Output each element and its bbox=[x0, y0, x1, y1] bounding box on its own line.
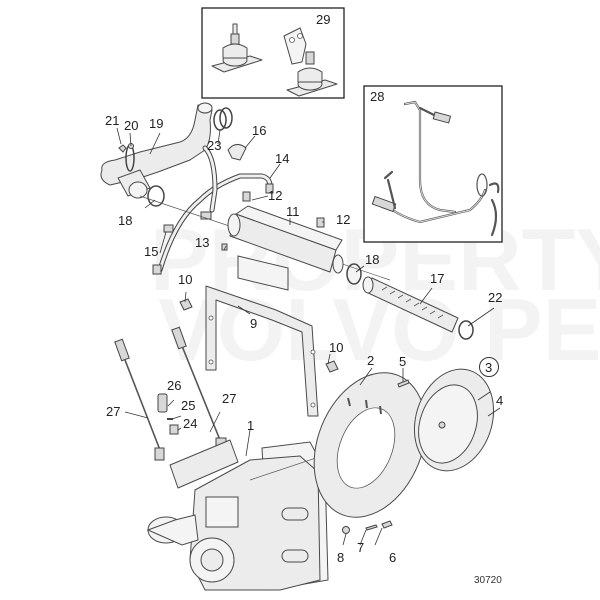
reference-number: 30720 bbox=[474, 575, 502, 586]
callout-7[interactable]: 7 bbox=[357, 540, 364, 555]
screw-6 bbox=[381, 520, 393, 529]
hose-17[interactable] bbox=[362, 276, 459, 333]
callout-21[interactable]: 21 bbox=[105, 113, 119, 128]
bracket-9[interactable] bbox=[205, 255, 319, 417]
hose-clamp-22 bbox=[458, 320, 474, 340]
hose-clamp-18-upper bbox=[147, 185, 165, 207]
hose-clamp-18-lower bbox=[346, 263, 362, 285]
adapter-24 bbox=[169, 424, 179, 435]
nut-8 bbox=[342, 526, 350, 534]
callout-17[interactable]: 17 bbox=[430, 271, 444, 286]
callout-5[interactable]: 5 bbox=[399, 354, 406, 369]
callout-24[interactable]: 24 bbox=[183, 416, 197, 431]
engine-mount-right bbox=[283, 27, 338, 97]
callout-2[interactable]: 2 bbox=[367, 353, 374, 368]
callout-20[interactable]: 20 bbox=[124, 118, 138, 133]
callout-23[interactable]: 23 bbox=[207, 138, 221, 153]
engine-mounts-inset[interactable]: 29 bbox=[201, 7, 345, 99]
callout-9[interactable]: 9 bbox=[250, 316, 257, 331]
fitting-15 bbox=[152, 224, 174, 275]
hose-19[interactable] bbox=[100, 102, 213, 199]
fitting-12b bbox=[316, 217, 325, 228]
wiring-harness bbox=[371, 100, 500, 237]
callout-12b[interactable]: 12 bbox=[336, 212, 350, 227]
callout-18a[interactable]: 18 bbox=[118, 213, 132, 228]
washer-25 bbox=[167, 418, 173, 420]
callout-3-circled[interactable]: 3 bbox=[479, 357, 499, 377]
callout-13[interactable]: 13 bbox=[195, 235, 209, 250]
callout-25[interactable]: 25 bbox=[181, 398, 195, 413]
screw-21 bbox=[118, 144, 127, 153]
clamp-20 bbox=[125, 143, 135, 172]
callout-29: 29 bbox=[316, 12, 330, 27]
cover-4[interactable] bbox=[402, 359, 506, 481]
callout-28: 28 bbox=[370, 89, 384, 104]
engine-mount-left bbox=[211, 23, 263, 73]
callout-1[interactable]: 1 bbox=[247, 418, 254, 433]
bracket-16 bbox=[227, 144, 247, 161]
callout-19[interactable]: 19 bbox=[149, 116, 163, 131]
callout-12a[interactable]: 12 bbox=[268, 188, 282, 203]
callout-22[interactable]: 22 bbox=[488, 290, 502, 305]
inset-frame bbox=[363, 85, 503, 243]
callout-18b[interactable]: 18 bbox=[365, 252, 379, 267]
callout-10b[interactable]: 10 bbox=[329, 340, 343, 355]
callout-6[interactable]: 6 bbox=[389, 550, 396, 565]
callouts: 1 2 3 4 5 6 7 8 9 10 10 11 12 12 13 14 1… bbox=[105, 113, 503, 565]
callout-4[interactable]: 4 bbox=[496, 393, 503, 408]
wiring-harness-inset[interactable]: 28 bbox=[363, 85, 503, 243]
pressure-sensor-26 bbox=[157, 393, 168, 413]
callout-27b[interactable]: 27 bbox=[222, 391, 236, 406]
callout-27a[interactable]: 27 bbox=[106, 404, 120, 419]
callout-14[interactable]: 14 bbox=[275, 151, 289, 166]
callout-8[interactable]: 8 bbox=[337, 550, 344, 565]
callout-15[interactable]: 15 bbox=[144, 244, 158, 259]
screw-5 bbox=[397, 379, 410, 388]
callout-3[interactable]: 3 bbox=[485, 360, 492, 375]
gearbox-1[interactable] bbox=[146, 409, 461, 591]
stud-7 bbox=[365, 524, 378, 531]
screw-13 bbox=[221, 243, 228, 251]
bolt-10b bbox=[325, 360, 339, 373]
flange-plate-2[interactable] bbox=[294, 356, 447, 534]
hose-clamp-23 bbox=[213, 107, 233, 131]
callout-26[interactable]: 26 bbox=[167, 378, 181, 393]
callout-11[interactable]: 11 bbox=[286, 204, 300, 219]
heat-exchanger-11[interactable] bbox=[139, 191, 391, 281]
callout-16[interactable]: 16 bbox=[252, 123, 266, 138]
pipe-14[interactable] bbox=[157, 145, 274, 273]
fitting-12a bbox=[242, 191, 251, 202]
callout-10a[interactable]: 10 bbox=[178, 272, 192, 287]
leader-lines bbox=[116, 127, 501, 546]
